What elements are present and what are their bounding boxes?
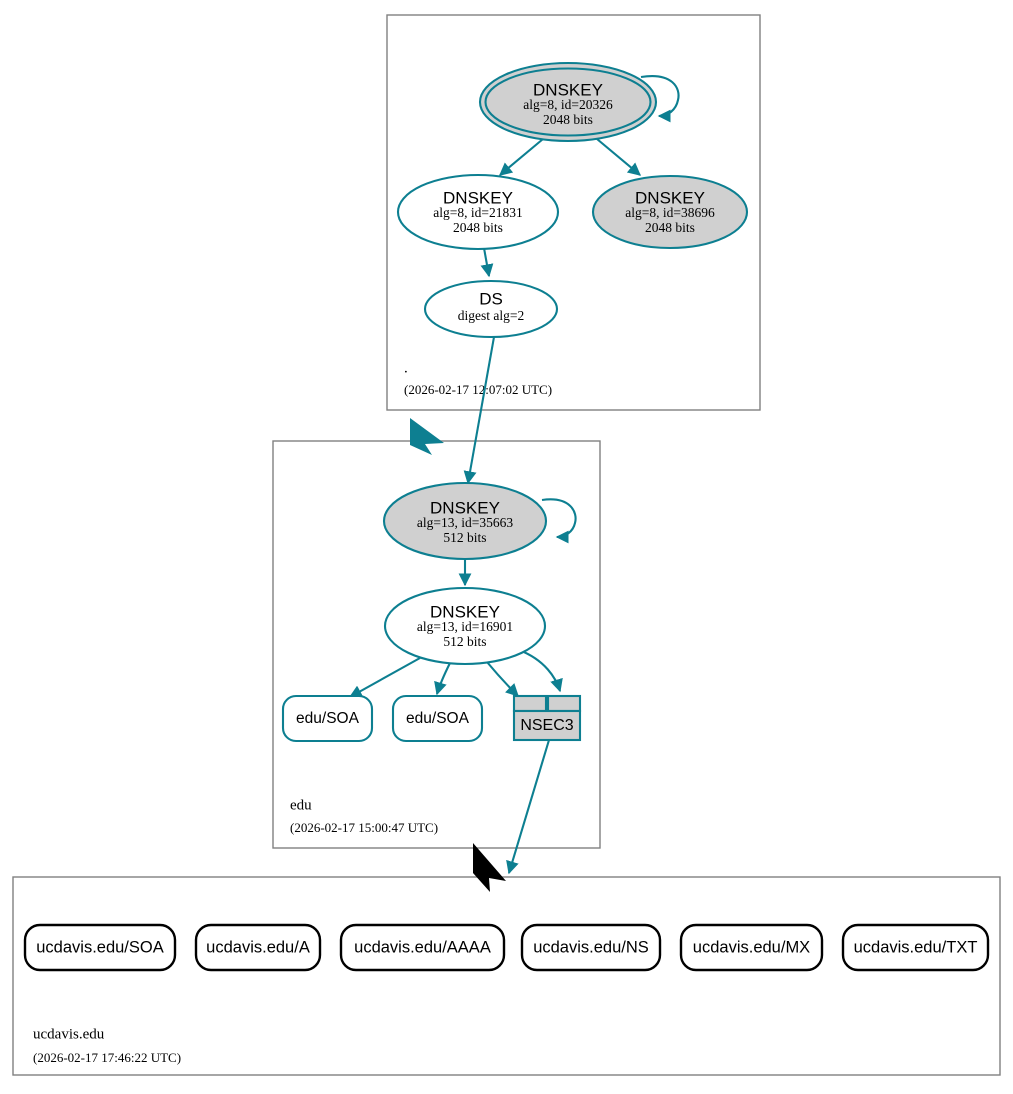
zone-timestamp-root: (2026-02-17 12:07:02 UTC) bbox=[404, 382, 552, 397]
node-label-line3: 2048 bits bbox=[543, 112, 593, 127]
node-edu-nsec3[interactable]: NSEC3 bbox=[512, 694, 582, 742]
node-label-line3: 512 bits bbox=[443, 634, 486, 649]
edge-root-ksk-self-sign bbox=[640, 75, 680, 123]
edge-edu-zsk-to-soa-1 bbox=[348, 657, 421, 698]
node-edu-soa-1[interactable]: edu/SOA bbox=[281, 694, 374, 743]
nsec3-label-cell bbox=[512, 709, 582, 742]
nsec3-cell-right[interactable] bbox=[546, 694, 582, 713]
zone-timestamp-edu: (2026-02-17 15:00:47 UTC) bbox=[290, 820, 438, 835]
node-label-line1: DNSKEY bbox=[635, 188, 705, 207]
node-edu-dnskey-35663[interactable]: DNSKEY alg=13, id=35663 512 bits bbox=[382, 481, 548, 561]
node-label-line2: digest alg=2 bbox=[458, 308, 524, 323]
delegation-arrow-edu-to-ucdavis-insecure bbox=[473, 843, 506, 892]
edge-root-zsk-to-ds bbox=[480, 247, 494, 278]
node-label-line1: DNSKEY bbox=[533, 80, 603, 99]
zone-label-root: . bbox=[404, 360, 408, 376]
edge-edu-zsk-to-nsec3-cell-1 bbox=[486, 661, 519, 697]
edge-root-ds-to-edu-ksk bbox=[463, 336, 496, 485]
edge-edu-zsk-to-nsec3-cell-2 bbox=[518, 649, 563, 693]
node-ucdavis-txt[interactable]: ucdavis.edu/TXT bbox=[841, 923, 990, 972]
edge-edu-ksk-self-sign bbox=[541, 498, 577, 544]
zone-cluster-ucdavis: ucdavis.edu (2026-02-17 17:46:22 UTC) bbox=[12, 876, 1001, 1076]
node-label-line2: alg=8, id=38696 bbox=[625, 205, 715, 220]
node-label: ucdavis.edu/TXT bbox=[854, 938, 978, 956]
zone-label-edu: edu bbox=[290, 797, 312, 813]
node-label: ucdavis.edu/SOA bbox=[36, 938, 164, 956]
edge-root-ksk-to-zsk bbox=[499, 138, 544, 176]
delegation-arrow-root-to-edu bbox=[410, 418, 444, 455]
node-label-line1: DNSKEY bbox=[430, 602, 500, 621]
node-label: ucdavis.edu/AAAA bbox=[354, 938, 491, 956]
node-label-line2: alg=8, id=21831 bbox=[433, 205, 522, 220]
node-label-line2: alg=8, id=20326 bbox=[523, 97, 613, 112]
edge-root-ksk-to-key-38696 bbox=[596, 138, 641, 176]
node-ucdavis-ns[interactable]: ucdavis.edu/NS bbox=[520, 923, 662, 972]
node-ucdavis-soa[interactable]: ucdavis.edu/SOA bbox=[23, 923, 177, 972]
node-root-dnskey-38696[interactable]: DNSKEY alg=8, id=38696 2048 bits bbox=[591, 174, 749, 250]
node-root-ds[interactable]: DS digest alg=2 bbox=[423, 279, 559, 339]
zone-timestamp-ucdavis: (2026-02-17 17:46:22 UTC) bbox=[33, 1050, 181, 1065]
zone-label-ucdavis: ucdavis.edu bbox=[33, 1026, 105, 1042]
node-label-line3: 512 bits bbox=[443, 530, 486, 545]
node-root-dnskey-21831[interactable]: DNSKEY alg=8, id=21831 2048 bits bbox=[396, 173, 560, 251]
node-label-line2: alg=13, id=16901 bbox=[417, 619, 513, 634]
node-ucdavis-a[interactable]: ucdavis.edu/A bbox=[194, 923, 322, 972]
node-label: edu/SOA bbox=[296, 710, 360, 727]
node-edu-dnskey-16901[interactable]: DNSKEY alg=13, id=16901 512 bits bbox=[383, 586, 547, 666]
zone-box-ucdavis bbox=[12, 876, 1001, 1076]
node-label-line2: alg=13, id=35663 bbox=[417, 515, 513, 530]
edge-edu-zsk-to-soa-2 bbox=[434, 662, 451, 696]
edge-nsec3-to-ucdavis bbox=[506, 739, 551, 875]
node-edu-soa-2[interactable]: edu/SOA bbox=[391, 694, 484, 743]
node-label-line3: 2048 bits bbox=[645, 220, 695, 235]
node-label: edu/SOA bbox=[406, 710, 470, 727]
nsec3-cell-left[interactable] bbox=[512, 694, 548, 713]
node-label-line1: DS bbox=[479, 289, 503, 308]
node-label: ucdavis.edu/NS bbox=[533, 938, 649, 956]
node-label: ucdavis.edu/MX bbox=[693, 938, 810, 956]
node-label-line1: DNSKEY bbox=[443, 188, 513, 207]
node-label: ucdavis.edu/A bbox=[206, 938, 310, 956]
node-ucdavis-mx[interactable]: ucdavis.edu/MX bbox=[679, 923, 824, 972]
node-label: NSEC3 bbox=[520, 717, 573, 734]
node-label-line1: DNSKEY bbox=[430, 498, 500, 517]
node-ucdavis-aaaa[interactable]: ucdavis.edu/AAAA bbox=[339, 923, 506, 972]
node-label-line3: 2048 bits bbox=[453, 220, 503, 235]
node-root-dnskey-20326[interactable]: DNSKEY alg=8, id=20326 2048 bits bbox=[478, 61, 658, 143]
